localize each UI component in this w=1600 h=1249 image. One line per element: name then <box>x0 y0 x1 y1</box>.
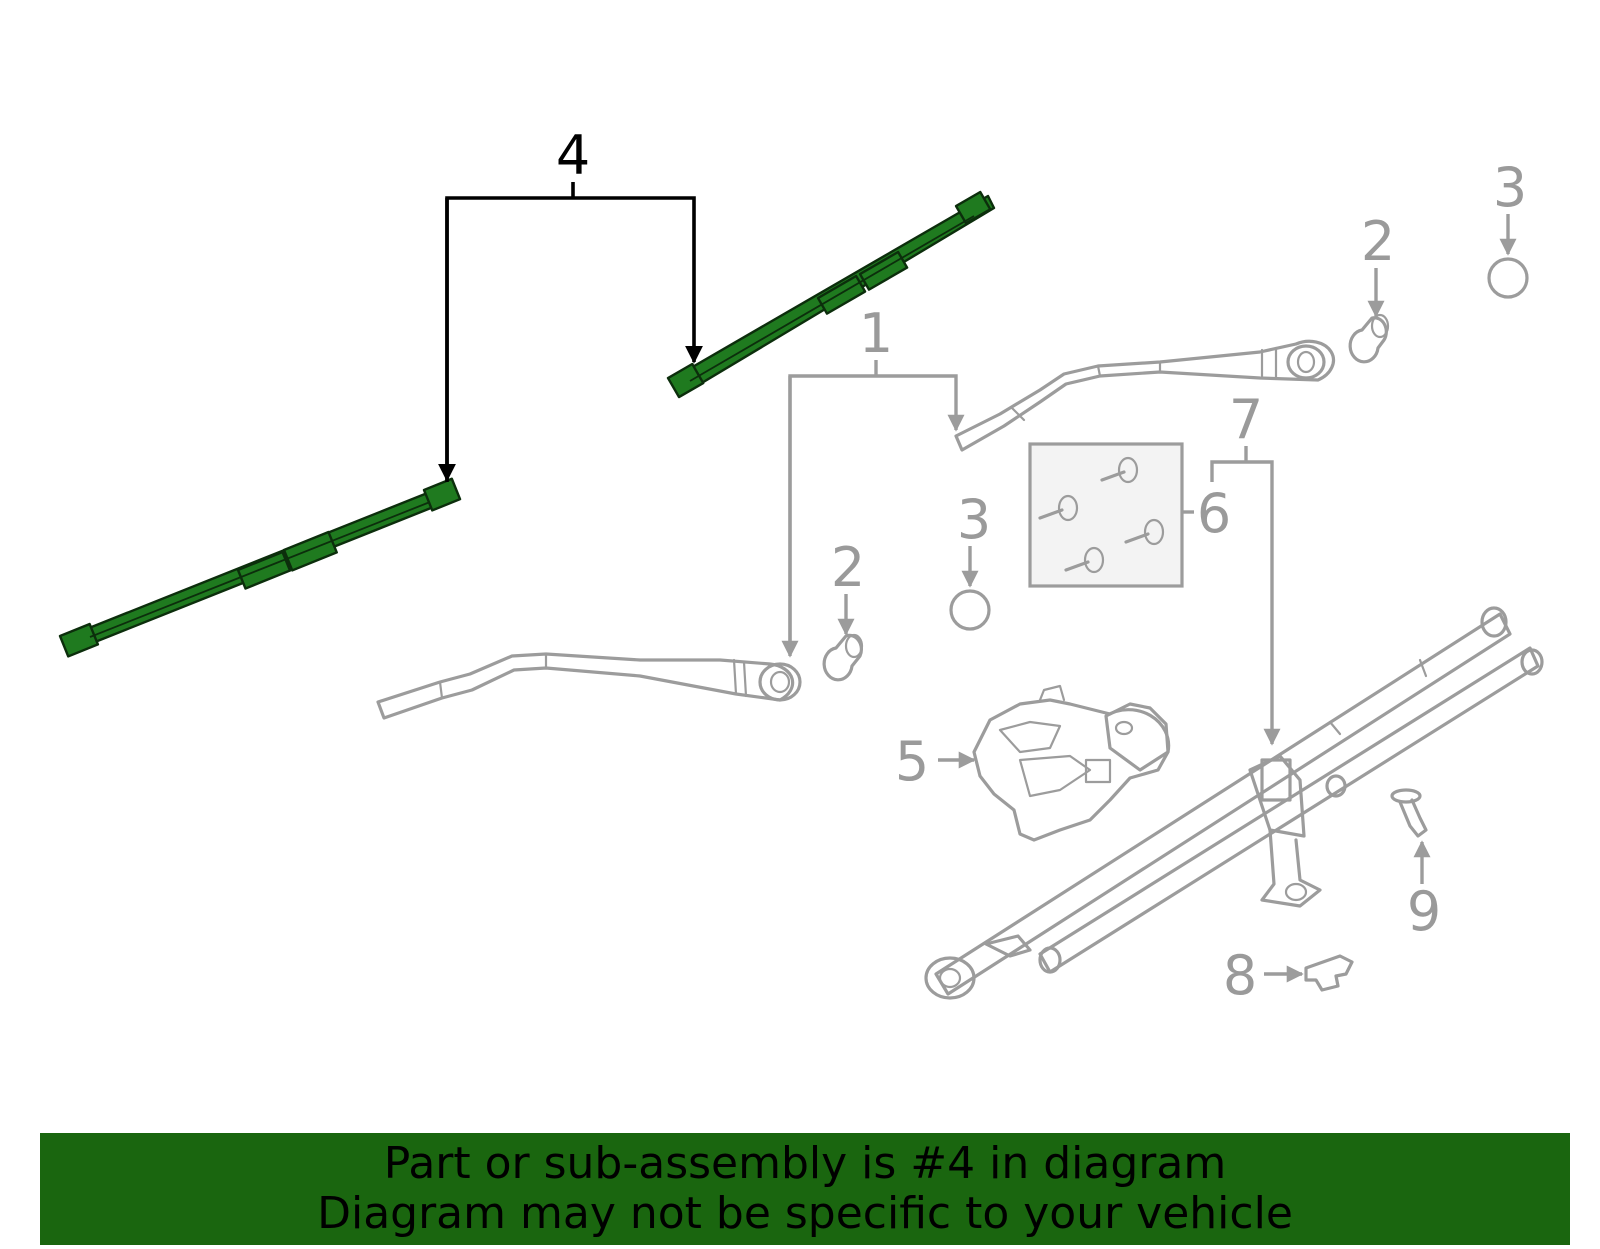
bolts <box>1038 456 1165 574</box>
wiper-motor[interactable] <box>972 684 1171 842</box>
wiper-linkage[interactable] <box>924 606 1544 1000</box>
bolt-kit-box[interactable] <box>1028 442 1184 588</box>
callout-2-upper[interactable]: 2 <box>1361 210 1395 273</box>
wiper-blade-upper[interactable] <box>666 190 996 399</box>
banner-line-2: Diagram may not be specific to your vehi… <box>317 1188 1293 1239</box>
nut-upper[interactable] <box>1348 313 1390 364</box>
callout-7[interactable]: 7 <box>1229 388 1263 451</box>
clip[interactable] <box>1304 954 1354 992</box>
cap-upper[interactable] <box>1487 257 1529 299</box>
callout-2-lower[interactable]: 2 <box>831 536 865 599</box>
callout-1[interactable]: 1 <box>859 302 893 365</box>
callout-9[interactable]: 9 <box>1407 880 1441 943</box>
nut-lower[interactable] <box>822 633 864 682</box>
wiper-blade-lower[interactable] <box>58 477 462 658</box>
callout-6[interactable]: 6 <box>1197 482 1231 545</box>
push-pin[interactable] <box>1390 788 1428 838</box>
callout-5[interactable]: 5 <box>895 730 929 793</box>
banner-line-1: Part or sub-assembly is #4 in diagram <box>383 1138 1227 1189</box>
leader-4 <box>445 196 703 482</box>
callout-4[interactable]: 4 <box>556 124 590 187</box>
callout-3-upper[interactable]: 3 <box>1493 156 1527 219</box>
leader-1 <box>788 374 965 652</box>
cap-lower[interactable] <box>949 589 991 631</box>
info-banner: Part or sub-assembly is #4 in diagram Di… <box>40 1133 1570 1245</box>
wiper-arm-lower[interactable] <box>376 652 802 720</box>
callout-8[interactable]: 8 <box>1223 944 1257 1007</box>
callout-3-lower[interactable]: 3 <box>957 488 991 551</box>
leader-7 <box>1210 460 1281 746</box>
wiper-arm-upper[interactable] <box>954 339 1336 452</box>
